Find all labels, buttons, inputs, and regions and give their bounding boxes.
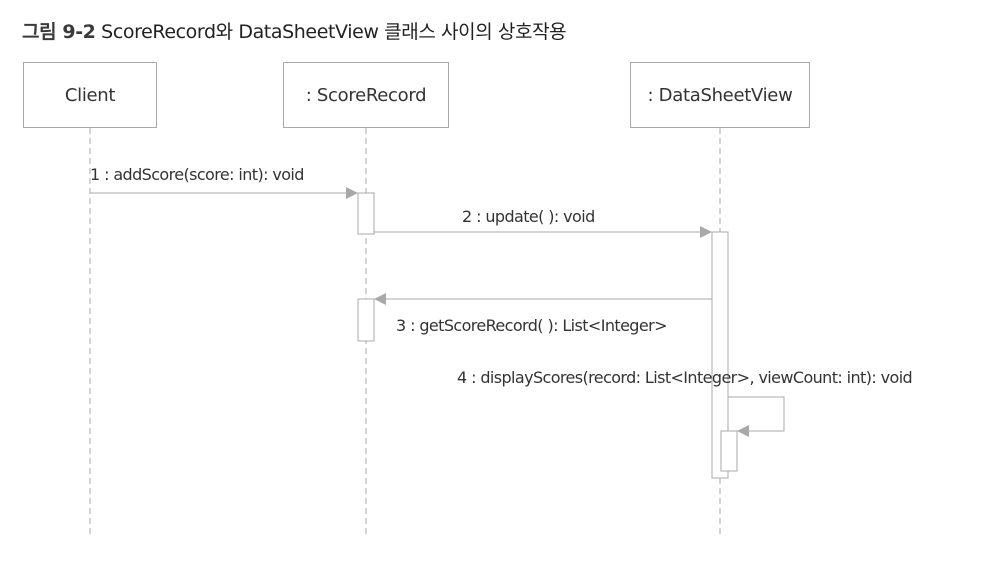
lifeline-data-sheet-view-label: : DataSheetView [647,84,793,106]
message-4-self-arrow [728,396,785,437]
activation-score-record-1 [357,192,375,235]
lifeline-client: Client [23,62,157,128]
activation-score-record-2 [357,298,375,342]
activation-data-sheet-view-main [711,231,729,479]
lifeline-client-label: Client [64,84,116,106]
activation-data-sheet-view-nested [720,430,738,472]
message-3-label: 3 : getScoreRecord( ): List<Integer> [396,316,668,335]
lifeline-score-record-label: : ScoreRecord [305,84,427,106]
message-4-label: 4 : displayScores(record: List<Integer>,… [457,368,913,387]
message-2-label: 2 : update( ): void [462,207,595,226]
lifeline-score-record: : ScoreRecord [283,62,449,128]
figure-caption: 그림 9-2 ScoreRecord와 DataSheetView 클래스 사이… [22,17,567,44]
lifeline-data-sheet-view: : DataSheetView [630,62,810,128]
figure-title: ScoreRecord와 DataSheetView 클래스 사이의 상호작용 [101,21,567,43]
figure-number: 그림 9-2 [22,21,96,43]
message-1-label: 1 : addScore(score: int): void [90,165,304,184]
